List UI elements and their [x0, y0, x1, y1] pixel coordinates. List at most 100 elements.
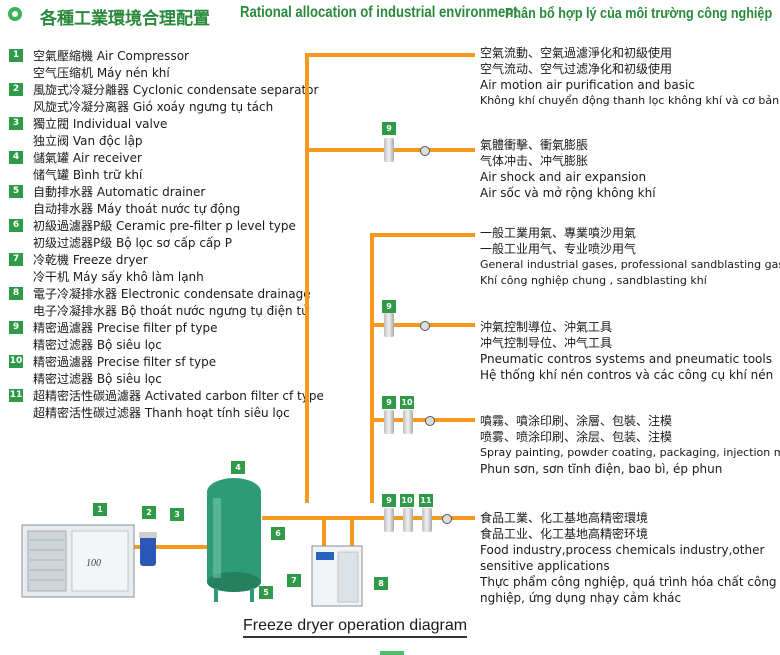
branch-pipe-5 [370, 418, 475, 422]
bullet-icon [8, 7, 22, 21]
freeze-dryer [311, 545, 363, 607]
legend-line-2: 超精密活性碳过滤器 Thanh hoạt tính siêu lọc [33, 406, 290, 420]
destination-3: 一般工業用氣、專業噴沙用氣 一般工业用气、专业喷沙用气 General indu… [480, 225, 780, 289]
dest-line: nghiệp, ứng dụng nhạy cảm khác [480, 591, 682, 605]
legend-num: 11 [9, 389, 23, 402]
valve-icon [420, 146, 430, 156]
dest-line: Air sốc và mở rộng không khí [480, 186, 656, 200]
legend-line-1: 自動排水器 Automatic drainer [33, 185, 206, 199]
branch-pipe-1 [305, 53, 475, 57]
filter-10 [403, 508, 413, 532]
legend-line-1: 儲氣罐 Air receiver [33, 151, 142, 165]
dest-line: 空气流动、空气过滤净化和初级使用 [480, 62, 673, 76]
legend-line-1: 初級過濾器P級 Ceramic pre-filter p level type [33, 219, 296, 233]
filter-9 [384, 313, 394, 337]
tag-10: 10 [400, 396, 414, 409]
tag-8: 8 [374, 577, 388, 590]
dest-line: 食品工業、化工基地高精密環境 [480, 511, 649, 525]
destination-1: 空氣流動、空氣過濾淨化和初級使用 空气流动、空气过滤净化和初级使用 Air mo… [480, 45, 779, 109]
legend-line-2: 冷干机 Máy sấy khô làm lạnh [33, 270, 204, 284]
dest-line: 一般工業用氣、專業噴沙用氣 [480, 226, 637, 240]
legend-num: 4 [9, 151, 23, 164]
diagram-caption: Freeze dryer operation diagram [243, 617, 468, 638]
tag-1: 1 [93, 503, 107, 516]
dest-line: Phun sơn, sơn tĩnh điện, bao bì, ép phun [480, 462, 723, 476]
air-receiver-tank [207, 478, 261, 602]
filter-9 [384, 410, 394, 434]
legend-line-1: 風旋式冷凝分離器 Cyclonic condensate separator [33, 83, 319, 97]
legend-line-2: 储气罐 Bình trữ khí [33, 168, 143, 182]
legend-line-2: 电子冷凝排水器 Bộ thoát nước ngưng tụ điện tử [33, 304, 309, 318]
legend-item: 5 自動排水器 Automatic drainer 自动排水器 Máy thoát … [9, 183, 309, 217]
tag-9: 9 [382, 494, 396, 507]
dest-line: Air motion air purification and basic [480, 78, 695, 92]
dryer-loop-pipe-2 [350, 516, 354, 546]
legend-item: 8 電子冷凝排水器 Electronic condensate drainage 电… [9, 285, 311, 319]
dest-line: Food industry,process chemicals industry… [480, 543, 765, 557]
legend-line-1: 獨立閥 Individual valve [33, 117, 168, 131]
bottom-marker [380, 651, 404, 655]
title-vi: Phân bổ hợp lý của môi trường công nghiệ… [505, 5, 773, 22]
legend-num: 5 [9, 185, 23, 198]
air-compressor [21, 524, 135, 598]
secondary-riser-pipe [370, 233, 374, 503]
legend-item: 11 超精密活性碳過濾器 Activated carbon filter cf t… [9, 387, 324, 421]
tag-9: 9 [382, 300, 396, 313]
valve-icon [425, 416, 435, 426]
compressor-outlet-pipe [131, 545, 211, 549]
filter-11 [422, 508, 432, 532]
legend-line-1: 冷乾機 Freeze dryer [33, 253, 148, 267]
cyclonic-separator [139, 532, 157, 566]
destination-4: 沖氣控制導位、沖氣工具 冲气控制导位、冲气工具 Pneumatic contro… [480, 319, 773, 383]
tag-2: 2 [142, 506, 156, 519]
tag-4: 4 [231, 461, 245, 474]
dest-line: Spray painting, powder coating, packagin… [480, 446, 780, 459]
legend-line-2: 精密过滤器 Bộ siêu lọc [33, 338, 162, 352]
dryer-loop-pipe [322, 516, 326, 546]
main-riser-pipe [305, 53, 309, 503]
valve-icon [442, 514, 452, 524]
legend-item: 7 冷乾機 Freeze dryer 冷干机 Máy sấy khô làm lạn… [9, 251, 309, 285]
legend-line-1: 精密過濾器 Precise filter sf type [33, 355, 217, 369]
dest-line: General industrial gases, professional s… [480, 258, 780, 271]
dest-line: 食品工业、化工基地高精密环境 [480, 527, 649, 541]
tag-3: 3 [170, 508, 184, 521]
dest-line: Hệ thống khí nén contros và các công cụ … [480, 368, 774, 382]
header: 各種工業環境合理配置 Rational allocation of indust… [0, 0, 780, 30]
dest-line: 冲气控制导位、冲气工具 [480, 336, 613, 350]
tag-9: 9 [382, 396, 396, 409]
legend-line-2: 初级过滤器P级 Bộ lọc sơ cấp cấp P [33, 236, 232, 250]
destination-2: 氣體衝擊、衝氣膨脹 气体冲击、冲气膨胀 Air shock and air ex… [480, 137, 656, 201]
branch-pipe-3 [370, 233, 475, 237]
destination-6: 食品工業、化工基地高精密環境 食品工业、化工基地高精密环境 Food indus… [480, 510, 777, 606]
legend-num: 3 [9, 117, 23, 130]
dest-line: Pneumatic contros systems and pneumatic … [480, 352, 772, 366]
tag-7: 7 [287, 574, 301, 587]
tag-10: 10 [400, 494, 414, 507]
valve-icon [420, 321, 430, 331]
dest-line: Thực phẩm công nghiệp, quá trình hóa chấ… [480, 575, 777, 589]
legend-line-2: 空气压缩机 Máy nén khí [33, 66, 170, 80]
legend-num: 7 [9, 253, 23, 266]
title-zh: 各種工業環境合理配置 [40, 9, 210, 29]
legend-line-1: 電子冷凝排水器 Electronic condensate drainage [33, 287, 311, 301]
legend-line-2: 自动排水器 Máy thoát nước tự động [33, 202, 241, 216]
tag-11: 11 [419, 494, 433, 507]
legend-line-1: 超精密活性碳過濾器 Activated carbon filter cf typ… [33, 389, 324, 403]
filter-10 [403, 410, 413, 434]
tag-6: 6 [271, 527, 285, 540]
dest-line: 沖氣控制導位、沖氣工具 [480, 320, 613, 334]
legend-num: 2 [9, 83, 23, 96]
legend-item: 4 儲氣罐 Air receiver 储气罐 Bình trữ khí [9, 149, 309, 183]
legend-num: 8 [9, 287, 23, 300]
destination-5: 噴霧、噴涂印刷、涂層、包裝、注模 喷雾、喷涂印刷、涂层、包装、注模 Spray … [480, 413, 780, 477]
dest-line: 空氣流動、空氣過濾淨化和初級使用 [480, 46, 673, 60]
dest-line: 气体冲击、冲气膨胀 [480, 154, 589, 168]
filter-9 [384, 138, 394, 162]
